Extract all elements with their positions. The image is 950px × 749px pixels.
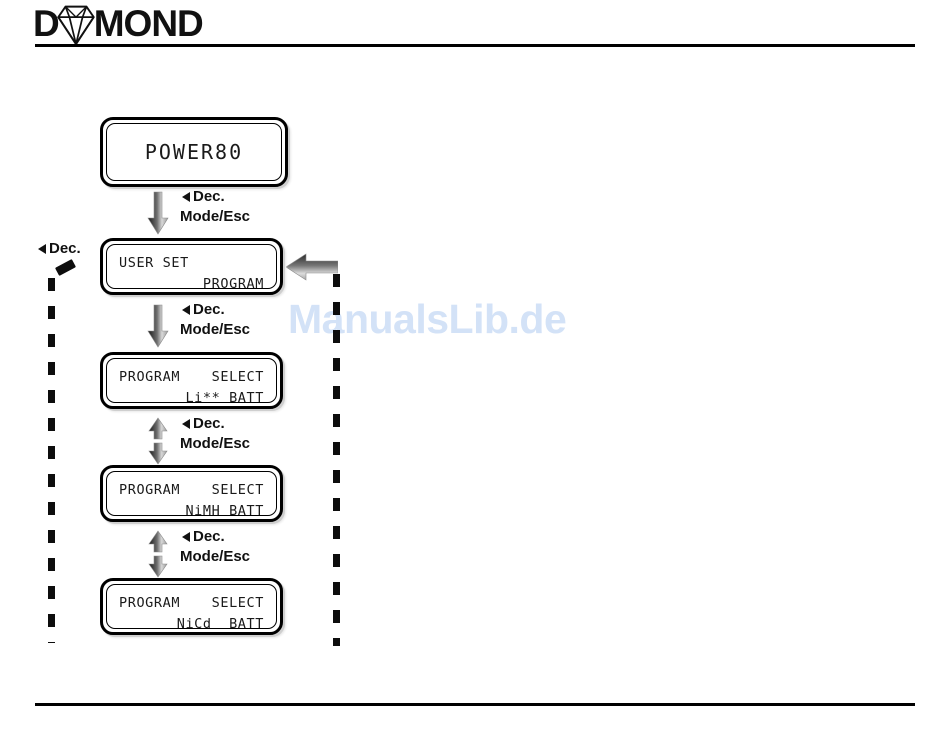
feedback-loop-line-left xyxy=(48,278,55,643)
arrow-up-down-icon xyxy=(146,417,170,465)
lcd-inner-frame: PROGRAM SELECT NiMH BATT xyxy=(106,471,277,516)
lcd-text-battery-type: NiMH BATT xyxy=(185,503,264,516)
lcd-row-program-select: PROGRAM SELECT xyxy=(119,595,264,611)
transition-dec-text: Dec. xyxy=(193,415,225,432)
arrow-up-down-icon xyxy=(146,530,170,578)
lcd-inner-frame: PROGRAM SELECT Li** BATT xyxy=(106,358,277,403)
transition-label-mode: Mode/Esc xyxy=(180,548,251,565)
lcd-screen-user-set: USER SET PROGRAM xyxy=(100,238,283,295)
arrow-left-icon xyxy=(285,252,339,282)
lcd-text-select: SELECT xyxy=(211,369,264,385)
transition-label-mode: Mode/Esc xyxy=(180,208,251,225)
side-dec-label-text: Dec. xyxy=(49,240,81,257)
lcd-text-program: PROGRAM xyxy=(119,482,181,498)
brand-suffix: MOND xyxy=(93,3,204,44)
header-divider xyxy=(35,44,915,47)
transition-dec-text: Dec. xyxy=(193,188,225,205)
lcd-row-program-select: PROGRAM SELECT xyxy=(119,369,264,385)
feedback-loop-elbow xyxy=(54,259,77,276)
triangle-left-icon xyxy=(38,244,46,254)
lcd-text-select: SELECT xyxy=(211,595,264,611)
lcd-text-select: SELECT xyxy=(211,482,264,498)
lcd-screen-program-select-lipo: PROGRAM SELECT Li** BATT xyxy=(100,352,283,409)
side-dec-label: Dec. xyxy=(38,240,81,257)
brand-logo: D MOND xyxy=(33,3,204,46)
brand-prefix: D xyxy=(33,3,60,44)
transition-label-mode: Mode/Esc xyxy=(180,321,251,338)
triangle-left-icon xyxy=(182,419,190,429)
transition-nimh-to-nicd: Dec. Mode/Esc xyxy=(146,529,316,578)
arrow-down-icon xyxy=(146,190,170,238)
triangle-left-icon xyxy=(182,192,190,202)
lcd-screen-program-select-nicd: PROGRAM SELECT NiCd BATT xyxy=(100,578,283,635)
triangle-left-icon xyxy=(182,532,190,542)
transition-userset-to-lipo: Dec. Mode/Esc xyxy=(146,302,316,351)
lcd-inner-frame: POWER80 xyxy=(106,123,282,181)
lcd-text-program: PROGRAM xyxy=(119,595,181,611)
transition-labels: Dec. Mode/Esc xyxy=(180,189,250,224)
triangle-left-icon xyxy=(182,305,190,315)
lcd-row-program-select: PROGRAM SELECT xyxy=(119,482,264,498)
page-header: D MOND xyxy=(0,0,950,60)
lcd-text-power80: POWER80 xyxy=(144,140,244,164)
lcd-text-battery-type: NiCd BATT xyxy=(176,616,264,629)
lcd-inner-frame: USER SET PROGRAM xyxy=(106,244,277,289)
lcd-text-program: PROGRAM xyxy=(202,276,264,289)
feedback-loop-line-right xyxy=(333,274,340,646)
transition-dec-text: Dec. xyxy=(193,528,225,545)
footer-divider xyxy=(35,703,915,706)
transition-label-dec: Dec. xyxy=(180,529,250,544)
arrow-down-icon xyxy=(146,303,170,351)
transition-labels: Dec. Mode/Esc xyxy=(180,302,250,337)
lcd-inner-frame: PROGRAM SELECT NiCd BATT xyxy=(106,584,277,629)
lcd-text-battery-type: Li** BATT xyxy=(185,390,264,403)
transition-label-dec: Dec. xyxy=(180,416,250,431)
transition-lipo-to-nimh: Dec. Mode/Esc xyxy=(146,416,316,465)
lcd-screen-power-on: POWER80 xyxy=(100,117,288,187)
diamond-icon xyxy=(56,4,96,46)
transition-label-mode: Mode/Esc xyxy=(180,435,251,452)
lcd-text-program: PROGRAM xyxy=(119,369,181,385)
transition-labels: Dec. Mode/Esc xyxy=(180,416,250,451)
lcd-screen-program-select-nimh: PROGRAM SELECT NiMH BATT xyxy=(100,465,283,522)
transition-dec-text: Dec. xyxy=(193,301,225,318)
transition-label-dec: Dec. xyxy=(180,189,250,204)
transition-labels: Dec. Mode/Esc xyxy=(180,529,250,564)
lcd-text-user-set: USER SET xyxy=(119,255,189,271)
transition-power-to-userset: Dec. Mode/Esc xyxy=(146,189,316,238)
transition-label-dec: Dec. xyxy=(180,302,250,317)
